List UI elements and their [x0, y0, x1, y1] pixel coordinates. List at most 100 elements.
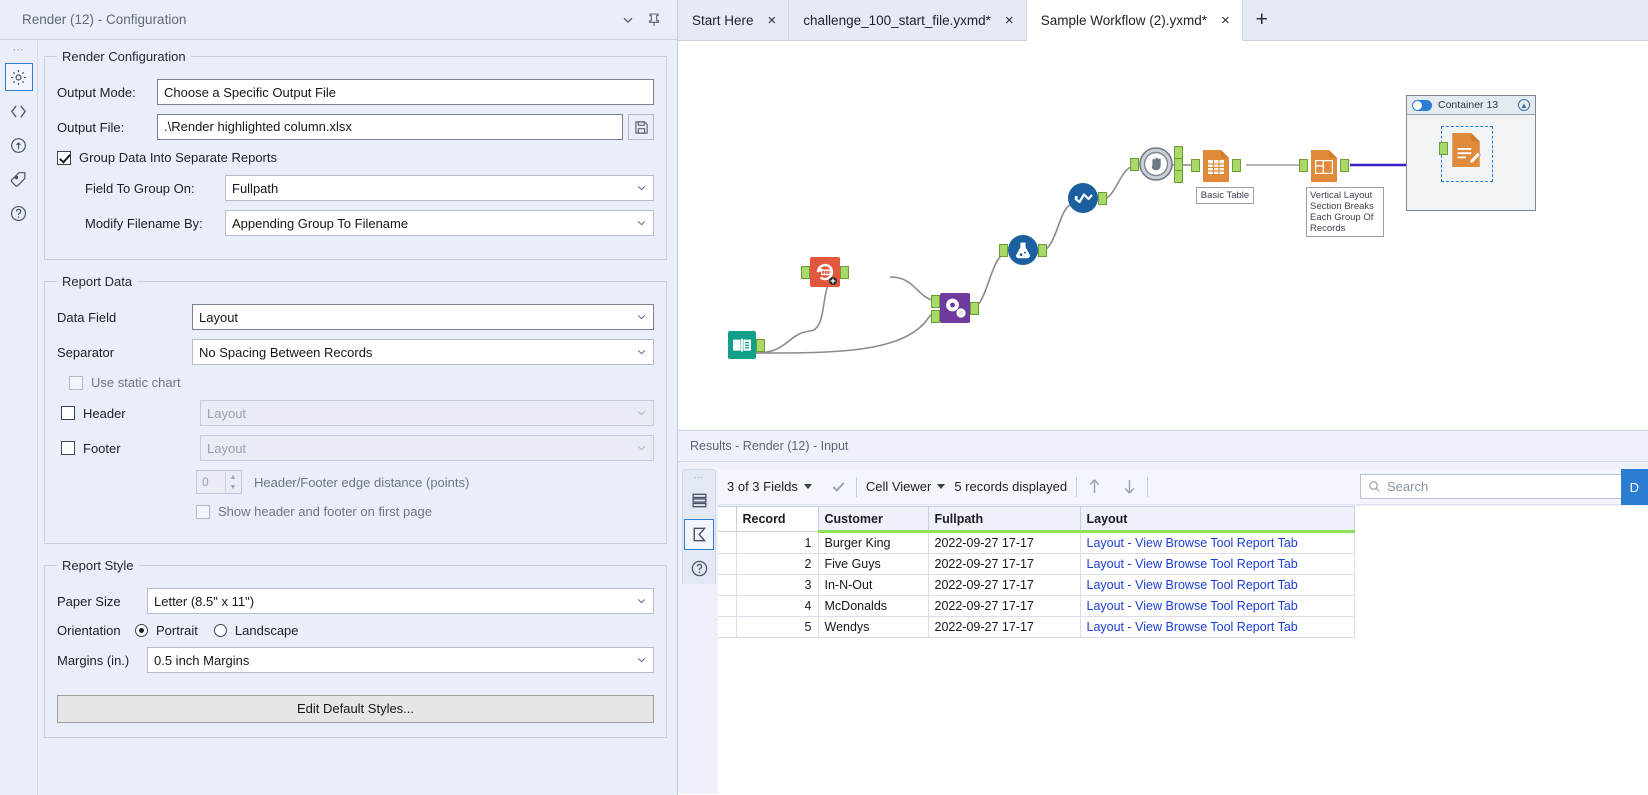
input-port[interactable] — [999, 244, 1008, 257]
edge-distance-stepper[interactable]: 0 ▲ ▼ — [196, 470, 242, 494]
chevron-down-icon[interactable] — [615, 7, 641, 33]
cell-viewer-selector[interactable]: Cell Viewer — [857, 479, 955, 494]
header-checkbox[interactable] — [61, 406, 75, 420]
cell-layout[interactable]: Layout - View Browse Tool Report Tab — [1080, 595, 1355, 617]
margins-select[interactable]: 0.5 inch Margins — [147, 647, 654, 673]
output-port[interactable] — [840, 266, 849, 279]
help-icon[interactable] — [5, 199, 33, 227]
edit-default-styles-button[interactable]: Edit Default Styles... — [57, 695, 654, 723]
chevron-down-icon — [637, 445, 646, 451]
output-port[interactable] — [1340, 159, 1349, 172]
dynamic-input-tool[interactable] — [801, 257, 849, 290]
input-port[interactable] — [1130, 158, 1139, 171]
multi-field-formula-tool[interactable] — [931, 293, 979, 326]
new-tab-button[interactable]: + — [1242, 0, 1281, 40]
close-icon[interactable]: × — [1220, 11, 1230, 29]
input-port[interactable] — [1299, 159, 1308, 172]
test-tool[interactable] — [999, 235, 1047, 268]
close-icon[interactable]: × — [1004, 11, 1014, 29]
modify-filename-value: Appending Group To Filename — [232, 215, 409, 231]
collapse-icon[interactable]: ▲ — [1518, 99, 1530, 111]
input-port-r[interactable] — [931, 310, 940, 323]
workflow-canvas[interactable]: Basic Table Vertical Layout Section Brea… — [678, 41, 1648, 431]
records-sigma-icon[interactable] — [684, 519, 714, 550]
output-port[interactable] — [1232, 159, 1241, 172]
output-port[interactable] — [970, 302, 979, 315]
tool-container-13[interactable]: Container 13 ▲ — [1406, 95, 1536, 211]
stepper-arrows[interactable]: ▲ ▼ — [225, 472, 240, 492]
cell-layout[interactable]: Layout - View Browse Tool Report Tab — [1080, 616, 1355, 638]
paper-size-select[interactable]: Letter (8.5" x 11") — [147, 588, 654, 614]
table-tool[interactable]: Basic Table — [1191, 149, 1254, 204]
cell-layout[interactable]: Layout - View Browse Tool Report Tab — [1080, 553, 1355, 575]
output-port[interactable] — [1098, 192, 1107, 205]
orientation-portrait-radio[interactable] — [135, 624, 148, 637]
render-tool[interactable] — [1439, 132, 1483, 171]
tab-start-here[interactable]: Start Here × — [678, 0, 790, 40]
runtime-icon[interactable] — [5, 131, 33, 159]
field-to-group-select[interactable]: Fullpath — [225, 175, 654, 201]
table-row[interactable]: 4 McDonalds 2022-09-27 17-17 Layout - Vi… — [718, 595, 1355, 617]
column-header-customer[interactable]: Customer — [818, 506, 929, 533]
column-header-record[interactable]: Record — [736, 506, 819, 532]
gear-icon[interactable] — [4, 63, 33, 91]
checkmark-icon[interactable] — [821, 478, 856, 495]
table-row[interactable]: 3 In-N-Out 2022-09-27 17-17 Layout - Vie… — [718, 574, 1355, 596]
orientation-label: Orientation — [57, 623, 121, 638]
sample-tool[interactable] — [1068, 183, 1107, 216]
directory-input-tool[interactable] — [728, 331, 765, 362]
show-header-footer-checkbox[interactable] — [196, 504, 210, 519]
output-port[interactable] — [756, 339, 765, 352]
results-data-grid[interactable]: Record Customer Fullpath Layout 1 Burger… — [718, 506, 1648, 794]
orientation-landscape-radio[interactable] — [213, 624, 227, 637]
cell-layout[interactable]: Layout - View Browse Tool Report Tab — [1080, 574, 1355, 596]
input-port[interactable] — [801, 266, 810, 279]
container-title: Container 13 — [1438, 99, 1499, 111]
column-header-layout[interactable]: Layout — [1080, 506, 1355, 533]
input-port-t[interactable] — [931, 295, 940, 308]
group-data-checkbox[interactable] — [57, 150, 71, 165]
data-layers-icon[interactable] — [684, 485, 714, 516]
input-port[interactable] — [1191, 159, 1200, 172]
group-data-row: Group Data Into Separate Reports — [57, 150, 654, 165]
code-icon[interactable] — [5, 97, 33, 125]
input-port[interactable] — [1439, 142, 1448, 155]
save-file-icon[interactable] — [628, 114, 654, 140]
output-mode-select[interactable]: Choose a Specific Output File — [157, 79, 654, 105]
container-toggle[interactable] — [1412, 99, 1432, 111]
results-action-button[interactable]: D — [1620, 469, 1648, 505]
column-header-fullpath[interactable]: Fullpath — [928, 506, 1081, 533]
table-row[interactable]: 5 Wendys 2022-09-27 17-17 Layout - View … — [718, 616, 1355, 638]
pin-icon[interactable] — [641, 7, 667, 33]
rail-drag-dots[interactable]: ⋯ — [12, 44, 25, 56]
browse-tool[interactable] — [1130, 146, 1183, 185]
data-field-select[interactable]: Layout — [192, 304, 654, 330]
output-file-input[interactable]: .\Render highlighted column.xlsx — [157, 114, 623, 140]
tab-sample-workflow-2[interactable]: Sample Workflow (2).yxmd* × — [1026, 0, 1243, 41]
arrow-up-icon[interactable] — [1077, 477, 1112, 496]
stepper-down-icon[interactable]: ▼ — [229, 483, 237, 491]
tab-challenge-100-start-file[interactable]: challenge_100_start_file.yxmd* × — [789, 0, 1027, 40]
output-port-3[interactable] — [1174, 170, 1183, 183]
help-icon[interactable] — [684, 553, 714, 584]
table-row[interactable]: 1 Burger King 2022-09-27 17-17 Layout - … — [718, 531, 1355, 554]
stepper-up-icon[interactable]: ▲ — [229, 473, 237, 481]
cell-layout[interactable]: Layout - View Browse Tool Report Tab — [1080, 531, 1355, 554]
modify-filename-row: Modify Filename By: Appending Group To F… — [57, 210, 654, 236]
report-data-legend: Report Data — [62, 274, 133, 289]
layout-tool[interactable]: Vertical Layout Section Breaks Each Grou… — [1299, 149, 1384, 237]
results-rail-drag-dots[interactable]: ⋯ — [693, 472, 705, 482]
footer-checkbox[interactable] — [61, 441, 75, 455]
fields-selector[interactable]: 3 of 3 Fields — [718, 479, 821, 494]
search-input[interactable]: Search — [1360, 474, 1636, 499]
workspace-area: Start Here × challenge_100_start_file.yx… — [678, 0, 1648, 795]
output-port[interactable] — [1038, 244, 1047, 257]
use-static-chart-checkbox[interactable] — [69, 375, 83, 390]
arrow-down-icon[interactable] — [1112, 477, 1147, 496]
table-row[interactable]: 2 Five Guys 2022-09-27 17-17 Layout - Vi… — [718, 553, 1355, 575]
close-icon[interactable]: × — [767, 11, 777, 29]
modify-filename-select[interactable]: Appending Group To Filename — [225, 210, 654, 236]
annotation-tag-icon[interactable] — [5, 165, 33, 193]
separator-select[interactable]: No Spacing Between Records — [192, 339, 654, 365]
row-gutter — [718, 595, 737, 617]
